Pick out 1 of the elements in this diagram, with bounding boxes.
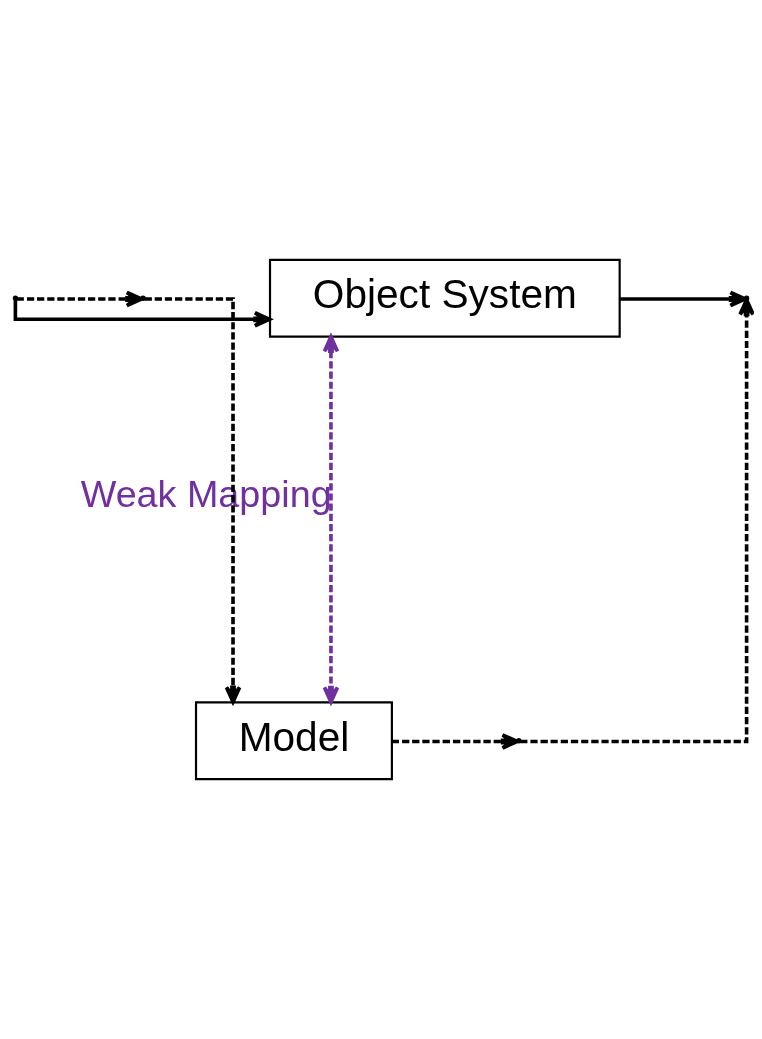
edge-label: Weak Mapping xyxy=(80,473,332,516)
